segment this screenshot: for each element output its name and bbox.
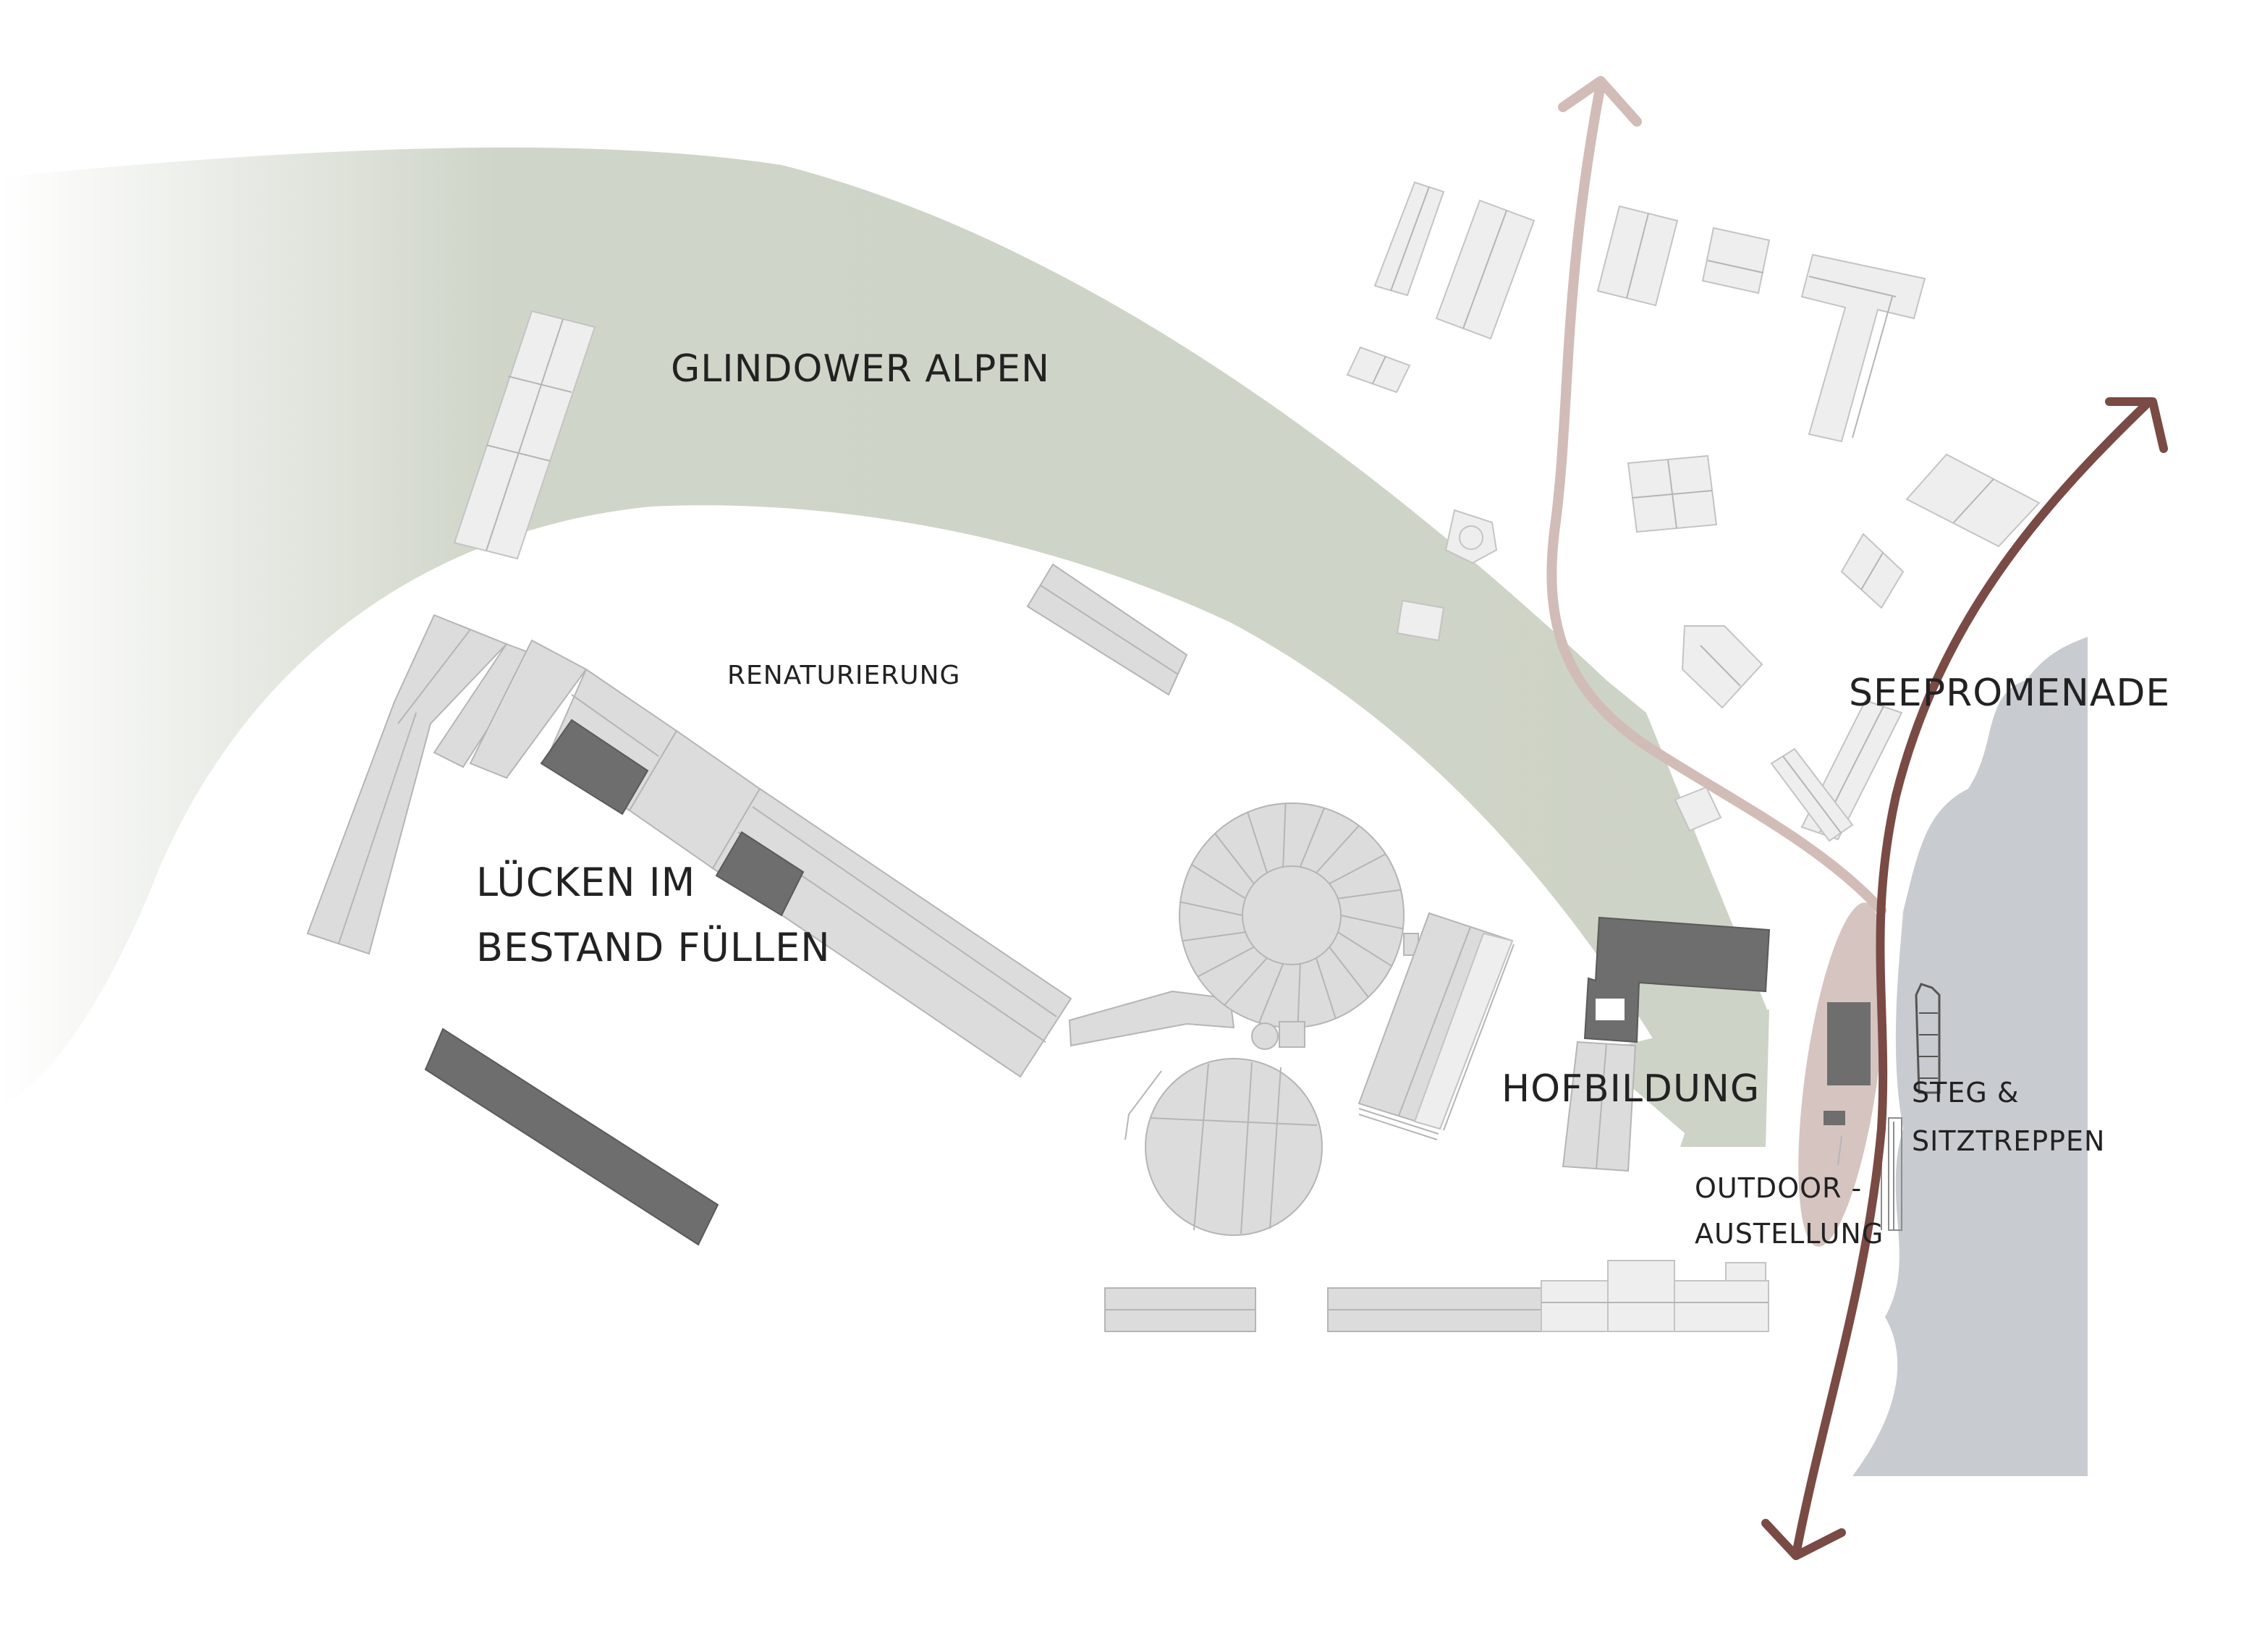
round-building-spoke [1329, 946, 1369, 998]
round-building-spoke [1316, 825, 1360, 873]
label-hofbildung: HOFBILDUNG [1502, 1067, 1760, 1111]
round-building-spoke [1191, 864, 1246, 899]
green-landscape-band [0, 147, 1767, 1148]
seepromenade-arrow [1761, 397, 2168, 1560]
promenade-pavilion [1827, 1002, 1871, 1085]
round-buildings [1124, 802, 1419, 1236]
promenade-kiosk [1824, 1111, 1845, 1125]
round-building-spoke [1329, 853, 1386, 885]
north-buildings [1346, 181, 2041, 842]
label-renaturierung: RENATURIERUNG [727, 661, 960, 690]
round-building-spoke [1282, 803, 1287, 868]
round-building-spoke [1316, 957, 1337, 1019]
round-building-spoke [1182, 931, 1246, 942]
infill-buildings-dark [424, 719, 805, 1246]
round-building-spoke [1299, 808, 1325, 868]
round-building-spoke [1340, 915, 1404, 930]
label-outdoor-line1: OUTDOOR - [1695, 1172, 1862, 1204]
label-outdoor-line2: AUSTELLUNG [1695, 1218, 1884, 1250]
round-building-spoke [1179, 901, 1243, 916]
round-building-spoke [1337, 931, 1392, 967]
round-building-spoke [1337, 889, 1402, 899]
label-steg-line2: SITZTREPPEN [1912, 1125, 2105, 1157]
round-building-spoke [1247, 812, 1268, 873]
upper-left-buildings [453, 310, 1188, 696]
round-building-spoke [1197, 946, 1255, 978]
south-row-buildings [1104, 1260, 1769, 1332]
label-glindower-alpen: GLINDOWER ALPEN [671, 347, 1050, 391]
north-path-arrow [1546, 76, 1886, 915]
round-building-spoke [1258, 963, 1284, 1023]
round-building-spoke [1214, 833, 1255, 884]
hofbildung-building [1562, 916, 1771, 1172]
round-building-spoke [1224, 957, 1268, 1006]
middle-right-building [1358, 912, 1515, 1140]
label-luecken-line1: LÜCKEN IM [476, 860, 695, 905]
lake-water [1852, 637, 2088, 1476]
label-luecken-line2: BESTAND FÜLLEN [476, 925, 831, 970]
label-steg-line1: STEG & [1912, 1077, 2020, 1109]
round-building-spoke [1297, 963, 1301, 1028]
green-band-arrowhead [1592, 1009, 1769, 1147]
label-seepromenade: SEEPROMENADE [1849, 672, 2170, 715]
